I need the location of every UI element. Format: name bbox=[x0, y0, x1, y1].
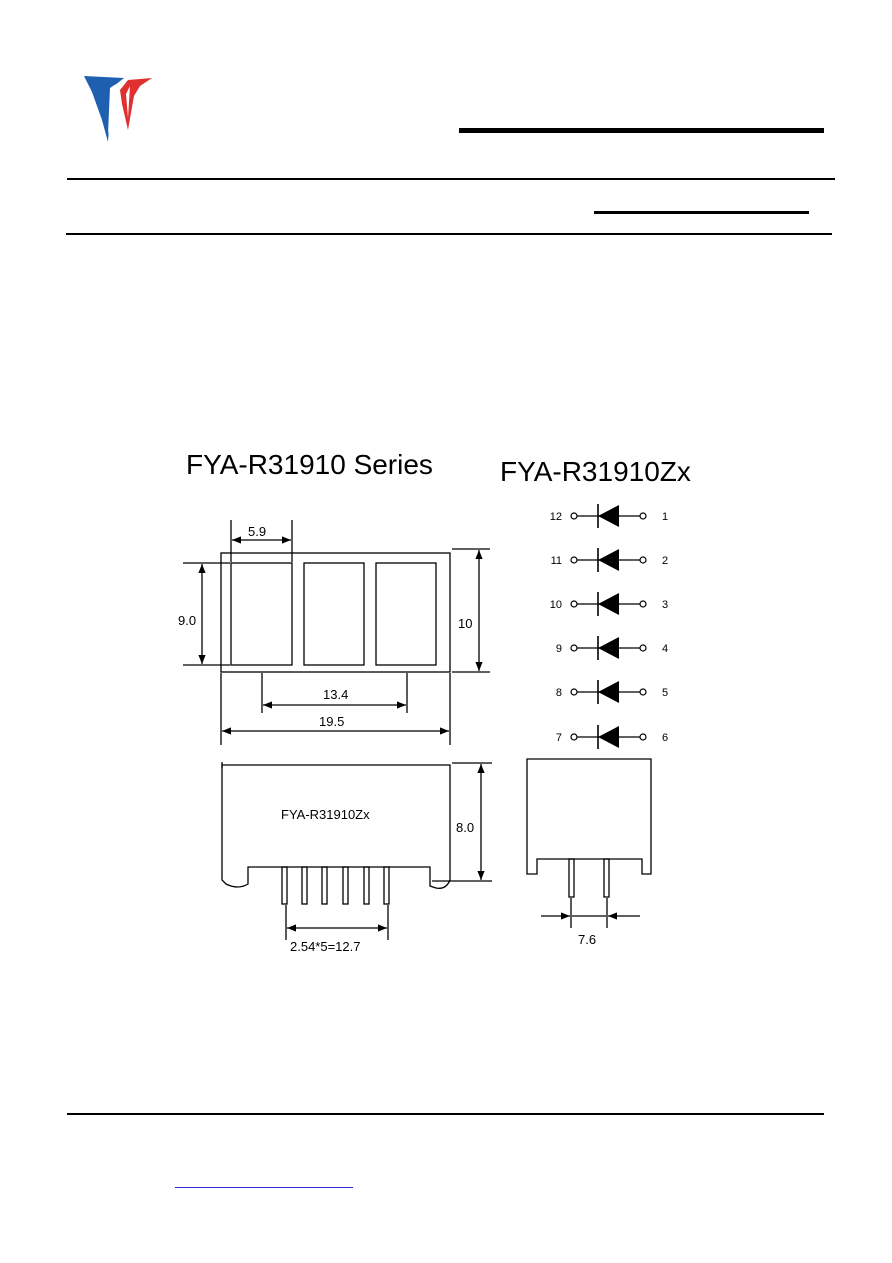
pin-label-left: 8 bbox=[556, 687, 562, 699]
pin-label-left: 10 bbox=[550, 599, 562, 611]
diode-symbol-icon bbox=[598, 549, 619, 571]
dim-pitch: 2.54*5=12.7 bbox=[290, 939, 360, 954]
pin-terminal bbox=[570, 556, 578, 564]
side-pin bbox=[363, 866, 370, 905]
side-pin bbox=[281, 866, 288, 905]
dim-row-spacing: 7.6 bbox=[578, 932, 596, 947]
header-subtitle-rule bbox=[594, 211, 809, 214]
dim-window-width: 5.9 bbox=[248, 524, 266, 539]
pin-terminal bbox=[639, 644, 647, 652]
diode-row: 11 2 bbox=[551, 548, 668, 572]
front-view bbox=[183, 520, 490, 745]
pin-terminal bbox=[639, 733, 647, 741]
diode-symbol-icon bbox=[598, 505, 619, 527]
pin-terminal bbox=[570, 600, 578, 608]
footer-rule bbox=[67, 1113, 824, 1115]
diode-row: 12 1 bbox=[550, 504, 668, 528]
dim-total-height: 10 bbox=[458, 616, 472, 631]
pin-terminal bbox=[639, 512, 647, 520]
pin-label-right: 5 bbox=[662, 687, 668, 699]
end-view bbox=[526, 758, 652, 928]
side-pin bbox=[342, 866, 349, 905]
model-title: FYA-R31910Zx bbox=[500, 456, 691, 487]
header-thick-rule bbox=[459, 128, 824, 133]
pin-label-right: 2 bbox=[662, 555, 668, 567]
pin-label-left: 9 bbox=[556, 643, 562, 655]
pin-label-left: 12 bbox=[550, 511, 562, 523]
header-rule-bottom bbox=[66, 233, 832, 235]
side-pin bbox=[301, 866, 308, 905]
header-rule-top bbox=[67, 178, 835, 180]
pin-terminal bbox=[570, 644, 578, 652]
series-title: FYA-R31910 Series bbox=[186, 449, 433, 480]
pin-terminal bbox=[570, 733, 578, 741]
pin-label-right: 3 bbox=[662, 599, 668, 611]
side-pin bbox=[383, 866, 390, 905]
side-pin bbox=[321, 866, 328, 905]
dim-inner-span: 13.4 bbox=[323, 687, 348, 702]
footer-link-underline[interactable] bbox=[175, 1187, 353, 1188]
pin-label-left: 7 bbox=[556, 732, 562, 744]
pin-terminal bbox=[639, 600, 647, 608]
diode-symbol-icon bbox=[598, 637, 619, 659]
dim-total-width: 19.5 bbox=[319, 714, 344, 729]
pin-label-left: 11 bbox=[551, 555, 562, 567]
pin-label-right: 1 bbox=[662, 511, 668, 523]
dim-window-height: 9.0 bbox=[178, 613, 196, 628]
side-view bbox=[221, 762, 492, 940]
diode-symbol-icon bbox=[598, 726, 619, 748]
pin-label-right: 4 bbox=[662, 643, 668, 655]
pin-terminal bbox=[639, 688, 647, 696]
company-logo-icon bbox=[84, 76, 152, 142]
side-view-pins bbox=[281, 866, 390, 905]
dim-side-height: 8.0 bbox=[456, 820, 474, 835]
pin-terminal bbox=[570, 512, 578, 520]
diode-symbol-icon bbox=[598, 681, 619, 703]
diode-row: 10 3 bbox=[550, 592, 668, 616]
pin-label-right: 6 bbox=[662, 732, 668, 744]
pin-terminal bbox=[639, 556, 647, 564]
diode-symbol-icon bbox=[598, 593, 619, 615]
pin-terminal bbox=[570, 688, 578, 696]
part-label: FYA-R31910Zx bbox=[281, 807, 370, 822]
